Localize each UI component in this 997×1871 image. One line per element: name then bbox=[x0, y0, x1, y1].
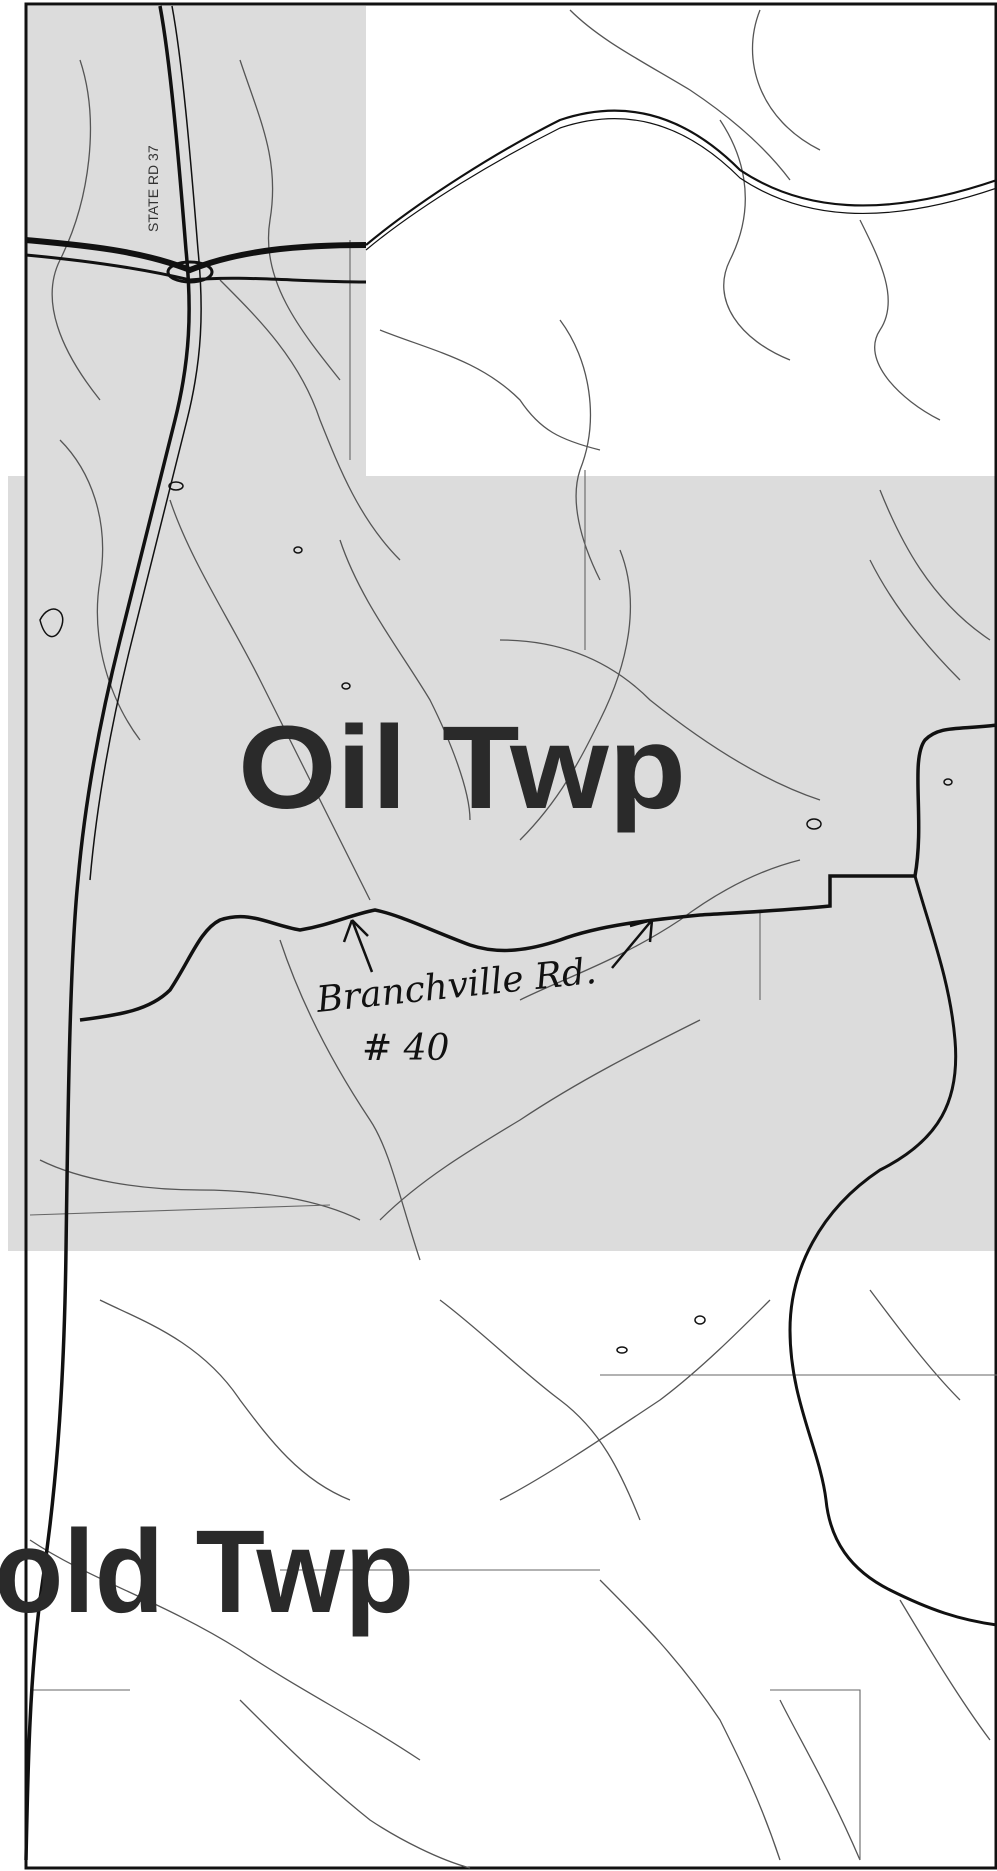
township-label-south: old Twp bbox=[0, 1506, 414, 1638]
stream bbox=[379, 1019, 701, 1221]
branchville-road bbox=[79, 723, 997, 1022]
shaded-areas bbox=[8, 6, 997, 1251]
shaded-area-north bbox=[26, 6, 366, 476]
shaded-area-oil-township bbox=[8, 476, 997, 1251]
section-line bbox=[29, 1204, 331, 1216]
stream bbox=[899, 1599, 991, 1741]
stream bbox=[499, 639, 821, 801]
stream bbox=[559, 319, 601, 581]
stream bbox=[752, 9, 821, 151]
stream bbox=[859, 219, 941, 421]
east-road bbox=[788, 875, 997, 1627]
stream bbox=[599, 1579, 781, 1861]
arrow-icon bbox=[611, 918, 654, 969]
pond bbox=[39, 608, 64, 638]
stream bbox=[339, 539, 471, 821]
pond bbox=[293, 546, 303, 554]
stream bbox=[279, 939, 421, 1261]
stream bbox=[379, 329, 601, 451]
stream bbox=[219, 279, 401, 561]
east-west-highway bbox=[25, 109, 997, 284]
stream bbox=[869, 1289, 961, 1401]
stream bbox=[99, 1299, 351, 1501]
stream bbox=[39, 1159, 361, 1221]
stream bbox=[779, 1699, 861, 1861]
pond bbox=[694, 1315, 706, 1325]
arrow-icon bbox=[342, 919, 374, 973]
stream bbox=[239, 59, 341, 381]
highway-line bbox=[89, 5, 202, 881]
state-road-37 bbox=[24, 5, 202, 1861]
highway-line bbox=[365, 118, 997, 251]
section-line bbox=[770, 1689, 861, 1860]
ponds bbox=[39, 481, 953, 1354]
highway-line bbox=[25, 253, 367, 284]
stream bbox=[569, 9, 791, 181]
stream bbox=[869, 559, 961, 681]
stream bbox=[719, 119, 791, 361]
stream bbox=[879, 489, 991, 641]
highway-line bbox=[365, 109, 997, 246]
stream bbox=[439, 1299, 641, 1521]
pond bbox=[806, 818, 822, 830]
pond bbox=[168, 481, 184, 491]
section-lines bbox=[29, 240, 997, 1860]
map-frame bbox=[24, 2, 997, 1870]
stream bbox=[29, 1539, 421, 1761]
stream bbox=[499, 1299, 771, 1501]
stream bbox=[519, 859, 801, 1001]
stream bbox=[239, 1699, 471, 1869]
interchange bbox=[166, 260, 214, 284]
highway-line bbox=[24, 5, 191, 1861]
streams bbox=[29, 9, 991, 1869]
stream bbox=[519, 549, 632, 841]
highway-line bbox=[25, 237, 367, 274]
annotation-road-number: # 40 bbox=[362, 1028, 449, 1069]
stream bbox=[59, 439, 141, 741]
highway-label: STATE RD 37 bbox=[145, 145, 161, 232]
stream bbox=[169, 499, 371, 901]
township-label-oil: Oil Twp bbox=[238, 702, 686, 834]
pond bbox=[943, 778, 953, 786]
pond bbox=[616, 1346, 628, 1354]
pond bbox=[341, 682, 351, 690]
